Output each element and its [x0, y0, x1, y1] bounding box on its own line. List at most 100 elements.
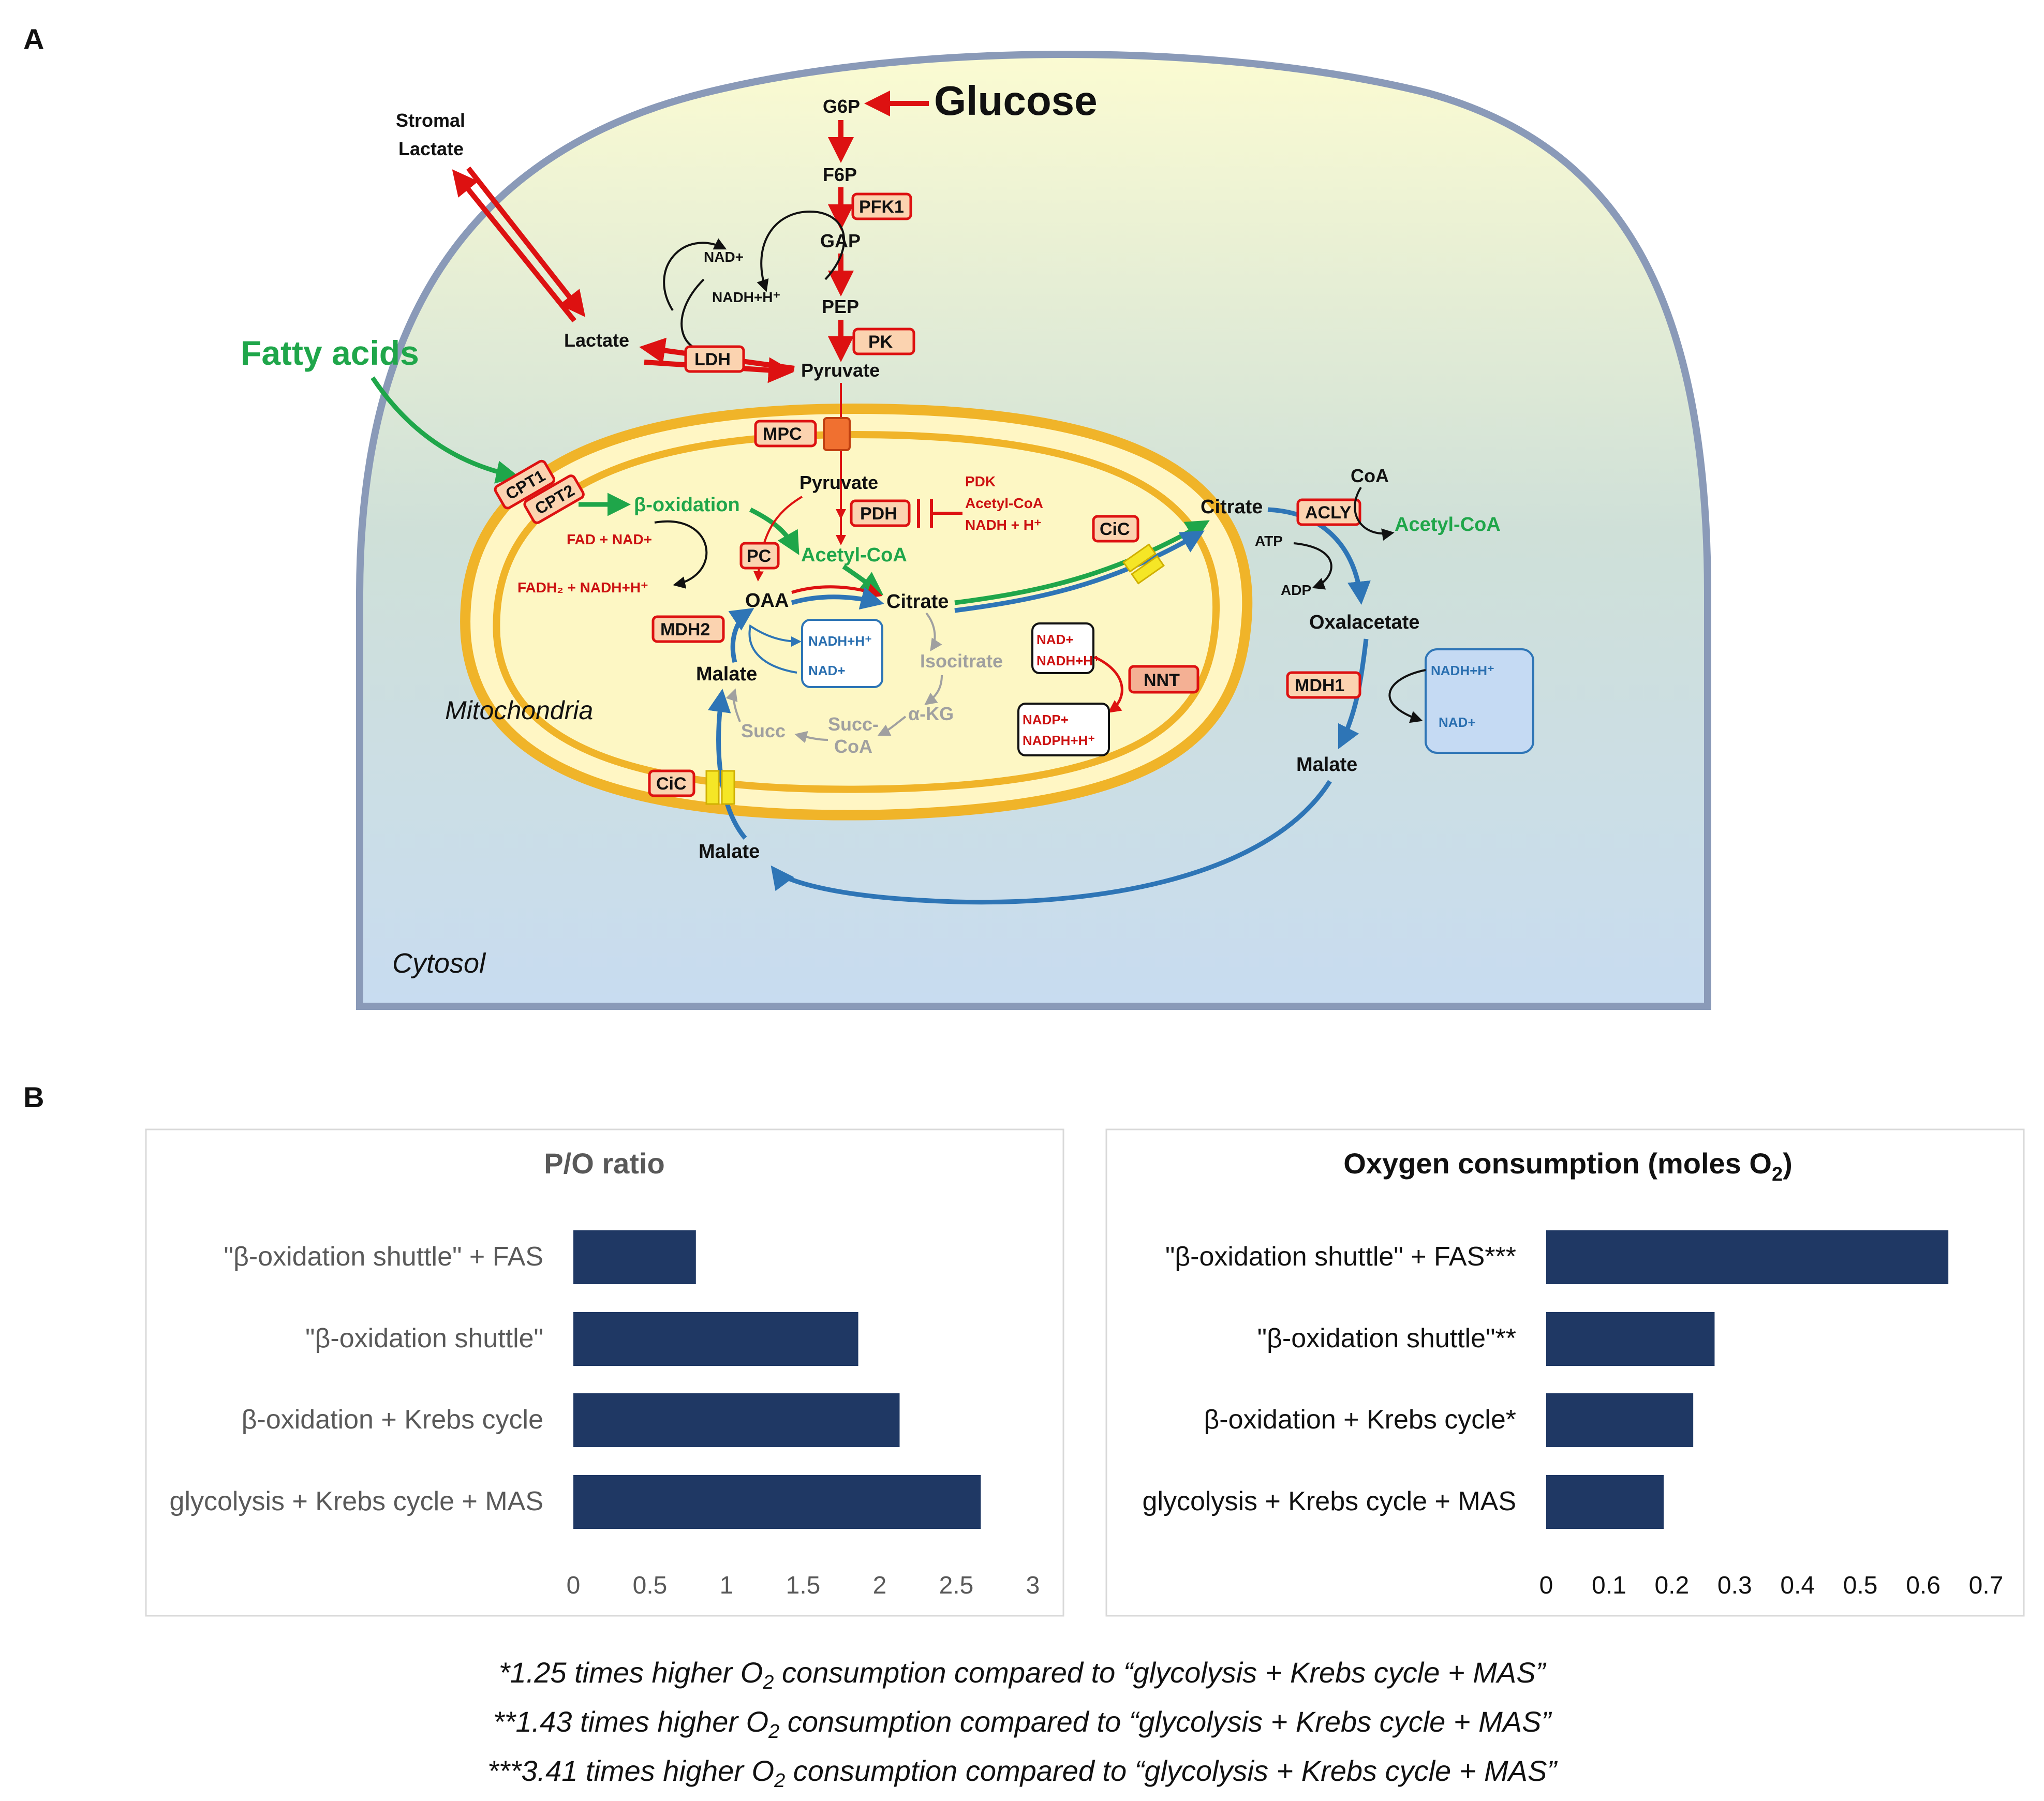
x-tick-label: 2.5 — [939, 1572, 974, 1599]
footnote-2: **1.43 times higher O2 consumption compa… — [493, 1705, 1551, 1743]
category-label: glycolysis + Krebs cycle + MAS — [170, 1486, 543, 1516]
x-tick-label: 0 — [567, 1572, 581, 1599]
pdh-inhibitor-acetyl-coa: Acetyl-CoA — [965, 495, 1043, 511]
category-label: "β-oxidation shuttle" — [305, 1323, 543, 1353]
po-ratio-chart: P/O ratio "β-oxidation shuttle" + FAS "β-… — [145, 1128, 1064, 1617]
cytosol-label: Cytosol — [392, 948, 486, 979]
panel-label-b: B — [23, 1081, 44, 1113]
bar — [1546, 1393, 1694, 1447]
enzyme-pfk1: PFK1 — [859, 197, 904, 217]
x-tick-label: 0.5 — [1843, 1572, 1878, 1599]
enzyme-nnt: NNT — [1144, 671, 1180, 690]
metabolite-succ-coa-line1: Succ- — [828, 713, 879, 735]
cofactor-mdh1-nad: NAD+ — [1439, 715, 1476, 730]
stromal-lactate-line1: Stromal — [396, 110, 465, 131]
cofactor-mdh1-nadh: NADH+H⁺ — [1431, 663, 1494, 678]
category-label: β-oxidation + Krebs cycle — [242, 1405, 543, 1435]
pdh-inhibitor-nadh: NADH + H⁺ — [965, 517, 1042, 533]
metabolite-beta-oxidation: β-oxidation — [634, 494, 740, 516]
x-tick-label: 0.3 — [1717, 1572, 1752, 1599]
cofactor-nnt-nadph: NADPH+H⁺ — [1023, 733, 1095, 748]
enzyme-pk: PK — [868, 332, 893, 352]
cofactor-nnt-nadp: NADP+ — [1023, 712, 1069, 727]
category-label: "β-oxidation shuttle" + FAS — [224, 1242, 543, 1272]
category-label: "β-oxidation shuttle" + FAS*** — [1165, 1242, 1516, 1272]
cofactor-nnt-nad: NAD+ — [1036, 632, 1074, 647]
bar — [1546, 1475, 1664, 1529]
glucose-label: Glucose — [934, 78, 1098, 124]
enzyme-mdh1: MDH1 — [1295, 676, 1344, 695]
mitochondria-label: Mitochondria — [445, 696, 593, 725]
x-tick-label: 1 — [720, 1572, 734, 1599]
metabolite-acetyl-coa-mito: Acetyl-CoA — [801, 544, 907, 566]
metabolite-f6p: F6P — [823, 164, 857, 185]
footnote-1: *1.25 times higher O2 consumption compar… — [498, 1656, 1546, 1694]
bar — [1546, 1312, 1715, 1366]
metabolite-citrate-mito: Citrate — [886, 591, 949, 613]
metabolite-akg: α-KG — [908, 703, 954, 724]
po-ratio-title: P/O ratio — [544, 1147, 664, 1180]
category-label: "β-oxidation shuttle"** — [1257, 1323, 1516, 1353]
metabolite-pyruvate-mito: Pyruvate — [799, 472, 878, 493]
x-tick-label: 0.2 — [1654, 1572, 1689, 1599]
metabolite-pyruvate-cyto: Pyruvate — [801, 360, 880, 381]
cofactor-mdh2-nad: NAD+ — [808, 663, 846, 678]
metabolite-malate-cyto: Malate — [1296, 754, 1357, 776]
footnote-3: ***3.41 times higher O2 consumption comp… — [487, 1754, 1557, 1792]
metabolite-oaa: OAA — [745, 590, 789, 612]
x-tick-label: 0 — [1539, 1572, 1553, 1599]
cofactor-nnt-nadh: NADH+H⁺ — [1036, 653, 1100, 668]
x-tick-label: 0.7 — [1969, 1572, 2004, 1599]
enzyme-mdh2: MDH2 — [660, 620, 710, 639]
enzyme-mpc: MPC — [763, 424, 802, 444]
cofactor-nad-glyc: NAD+ — [704, 249, 744, 265]
oxygen-consumption-title: Oxygen consumption (moles O2) — [1343, 1147, 1792, 1185]
x-tick-label: 1.5 — [786, 1572, 821, 1599]
bar — [573, 1230, 696, 1284]
pdh-inhibitor-pdk: PDK — [965, 473, 996, 489]
enzyme-cic-top: CiC — [1100, 519, 1130, 539]
bar — [1546, 1230, 1949, 1284]
metabolite-isocitrate: Isocitrate — [920, 650, 1003, 672]
enzyme-cic-bottom: CiC — [656, 774, 687, 794]
metabolite-atp: ATP — [1255, 533, 1283, 549]
metabolite-gap: GAP — [820, 230, 861, 251]
category-label: glycolysis + Krebs cycle + MAS — [1143, 1486, 1516, 1516]
x-tick-label: 2 — [873, 1572, 887, 1599]
cofactor-fadh2-nadh: FADH₂ + NADH+H⁺ — [517, 579, 648, 596]
metabolite-oxalacetate: Oxalacetate — [1309, 612, 1419, 633]
x-tick-label: 0.6 — [1906, 1572, 1941, 1599]
category-label: β-oxidation + Krebs cycle* — [1204, 1405, 1516, 1435]
enzyme-pc: PC — [747, 546, 771, 566]
oxygen-consumption-chart: Oxygen consumption (moles O2) "β-oxidati… — [1105, 1128, 2025, 1617]
metabolite-adp: ADP — [1281, 582, 1311, 598]
metabolite-lactate: Lactate — [564, 330, 629, 351]
enzyme-ldh: LDH — [694, 350, 731, 369]
metabolite-malate-bottom: Malate — [699, 841, 760, 862]
metabolite-malate-mito: Malate — [696, 663, 757, 685]
x-tick-label: 3 — [1026, 1572, 1040, 1599]
metabolite-succ: Succ — [741, 720, 786, 741]
stromal-lactate-line2: Lactate — [398, 138, 464, 159]
x-tick-label: 0.4 — [1780, 1572, 1815, 1599]
cofactor-nadh-glyc: NADH+H⁺ — [712, 289, 780, 305]
bar — [573, 1475, 981, 1529]
cofactor-mdh2-nadh: NADH+H⁺ — [808, 633, 872, 649]
footnotes: *1.25 times higher O2 consumption compar… — [0, 1653, 2044, 1801]
cofactor-fad-nad: FAD + NAD+ — [567, 531, 652, 547]
x-tick-label: 0.5 — [633, 1572, 668, 1599]
metabolite-pep: PEP — [822, 296, 859, 317]
panel-label-a: A — [23, 23, 44, 55]
metabolite-acetyl-coa-cyto: Acetyl-CoA — [1395, 514, 1501, 535]
metabolite-succ-coa-line2: CoA — [834, 736, 872, 757]
bar — [573, 1312, 858, 1366]
metabolite-g6p: G6P — [823, 96, 860, 117]
fatty-acids-label: Fatty acids — [241, 334, 419, 372]
metabolite-coa: CoA — [1351, 465, 1389, 486]
x-tick-label: 0.1 — [1592, 1572, 1626, 1599]
bar — [573, 1393, 900, 1447]
enzyme-acly: ACLY — [1305, 503, 1352, 523]
enzyme-pdh: PDH — [860, 504, 897, 524]
metabolite-citrate-cyto: Citrate — [1201, 496, 1263, 518]
